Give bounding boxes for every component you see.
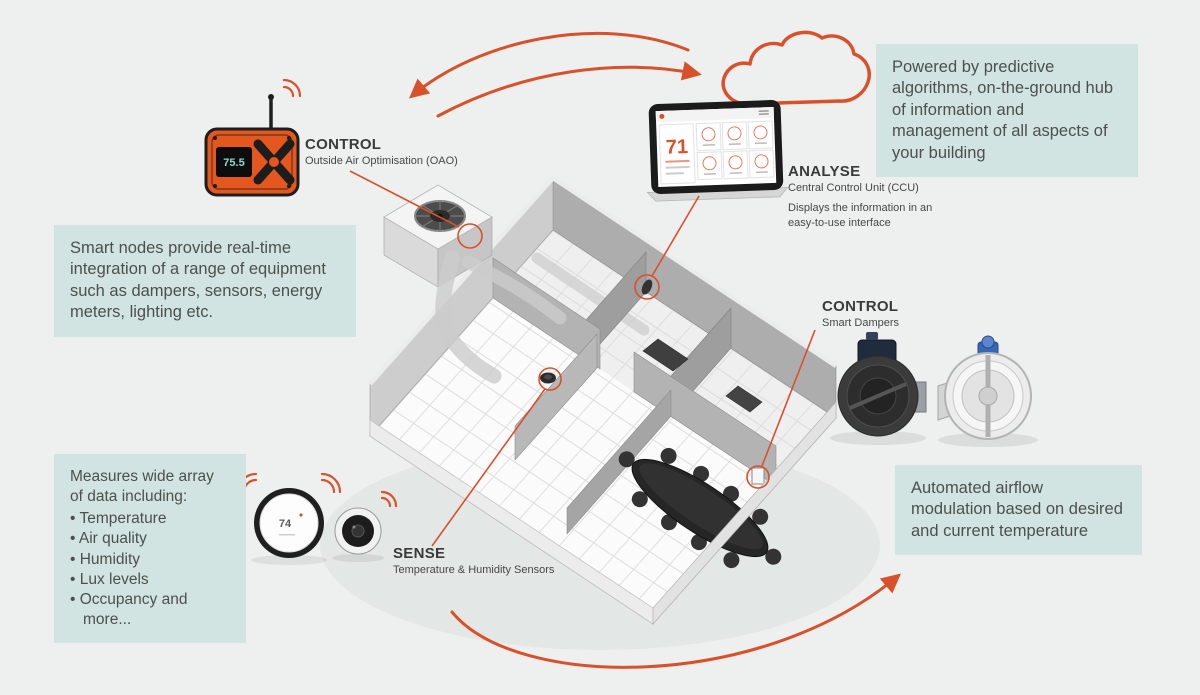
callout-title: CONTROL (822, 298, 899, 315)
cloud-icon (721, 30, 871, 106)
app-logo-icon (659, 113, 665, 119)
interior-wall-meeting-room (566, 389, 672, 535)
interior-wall-left-room (514, 333, 598, 461)
node-panel (211, 134, 293, 190)
ccu-tablet: 71 (646, 100, 789, 202)
callout-control-oao: CONTROL Outside Air Optimisation (OAO) (305, 136, 458, 167)
marker-ring (634, 274, 660, 300)
measure-item: • Occupancy and more... (70, 590, 188, 628)
wifi-signal-icon (282, 78, 302, 98)
callout-sense: SENSE Temperature & Humidity Sensors (393, 545, 554, 576)
node-screen (216, 147, 252, 177)
front-wall-right (652, 401, 837, 625)
tablet-topbar (655, 106, 774, 123)
info-box-smart-nodes: Smart nodes provide real-time integratio… (54, 225, 356, 337)
wifi-signal-icon (380, 490, 398, 508)
ceiling-sensor-vent-inner (544, 374, 552, 380)
callout-subtitle: Outside Air Optimisation (OAO) (305, 155, 458, 167)
desk (725, 385, 763, 413)
menu-icon (758, 110, 769, 112)
callout-description: Displays the information in an easy-to-u… (788, 202, 933, 229)
dashboard-tiles (695, 120, 775, 181)
connector-dampers (746, 329, 816, 489)
callout-subtitle: Smart Dampers (822, 317, 900, 329)
callout-control-dampers: CONTROL Smart Dampers (822, 298, 899, 329)
ceiling-duct (531, 252, 650, 336)
callout-connectors (349, 170, 816, 547)
desk (642, 338, 689, 372)
info-box-measures: Measures wide array of data including: •… (54, 454, 246, 644)
wall-damper-unit (751, 467, 765, 485)
tile-detail (665, 159, 690, 163)
marker-ring (457, 223, 483, 249)
antenna-tip (268, 94, 274, 100)
airflow-arrow-bottom (450, 573, 901, 669)
tile-detail (665, 172, 684, 175)
smart-node-device: 75.5 (204, 78, 302, 197)
callout-subtitle: Temperature & Humidity Sensors (393, 564, 555, 576)
info-box-predictive: Powered by predictive algorithms, on-the… (876, 44, 1138, 178)
callout-title: ANALYSE (788, 163, 861, 180)
damper-left (830, 332, 927, 445)
sensor-small (332, 490, 398, 562)
node-temperature-reading: 75.5 (223, 157, 244, 169)
wall-top-cap (368, 175, 838, 386)
info-box-predictive-text: Powered by predictive algorithms, on-the… (892, 58, 1114, 162)
marker-ring (746, 465, 770, 489)
connector-oao (349, 170, 483, 249)
connector-sense (431, 367, 562, 547)
connector-analyse (634, 195, 700, 300)
measure-item: • Lux levels (70, 570, 149, 588)
callout-subtitle: Central Control Unit (CCU) (788, 182, 919, 194)
cycle-arrow-left (409, 31, 690, 99)
measure-item: • Air quality (70, 530, 147, 548)
main-reading-tile (658, 123, 696, 185)
damper-right (937, 335, 1038, 447)
tablet-temperature-reading: 71 (665, 136, 688, 159)
info-box-airflow-text: Automated airflow modulation based on de… (911, 479, 1123, 540)
menu-icon (758, 113, 769, 115)
sensor-temperature-reading: 74 (279, 518, 292, 530)
flow-arrows (409, 31, 901, 669)
callout-title: CONTROL (305, 136, 382, 153)
marker-ring (538, 367, 562, 391)
info-box-airflow: Automated airflow modulation based on de… (895, 465, 1142, 556)
tile-detail (665, 165, 690, 169)
callout-analyse: ANALYSE Central Control Unit (CCU) Displ… (788, 163, 946, 231)
ccu-wall-unit (641, 279, 653, 295)
node-x-hub (269, 157, 279, 167)
measures-title: Measures wide array of data including: (70, 468, 214, 506)
floor-plan-illustration (320, 175, 880, 650)
measure-item: • Temperature (70, 510, 167, 528)
measure-item: • Humidity (70, 550, 141, 568)
cycle-arrow-right (436, 61, 702, 118)
info-box-smart-nodes-text: Smart nodes provide real-time integratio… (70, 239, 326, 322)
callout-title: SENSE (393, 545, 446, 562)
supply-ducts (435, 250, 567, 384)
